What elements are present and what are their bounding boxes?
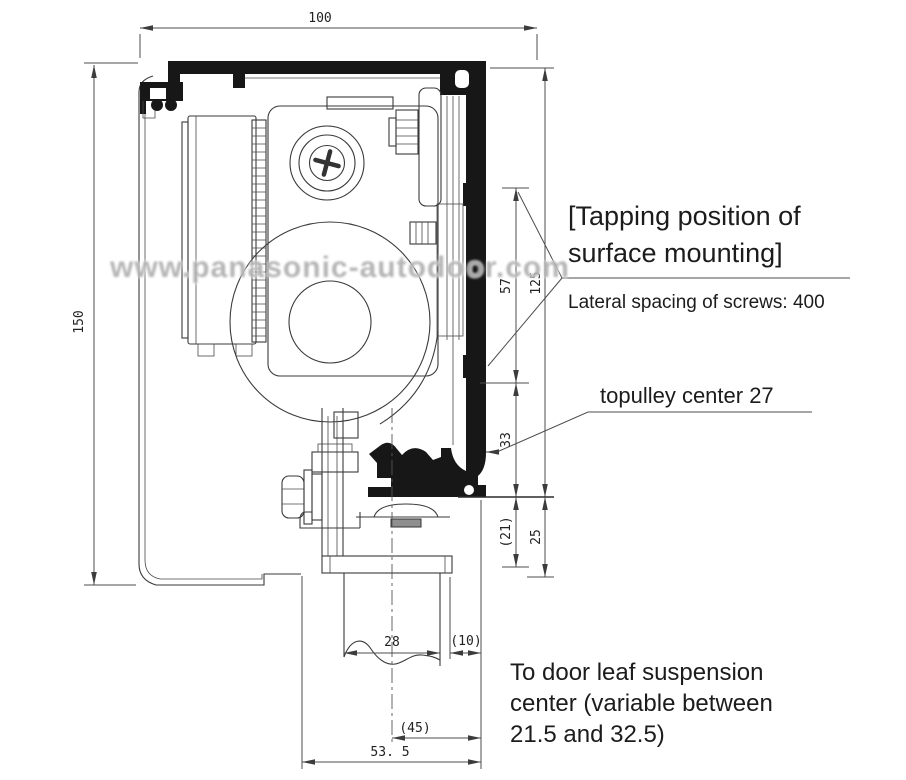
suspension-roller: [356, 503, 450, 528]
dimension-100: 100: [139, 11, 538, 60]
dimension-21: (21): [499, 497, 529, 568]
hanger-plate: [321, 555, 453, 574]
belt-pulley: [229, 221, 431, 423]
dim-label-57: 57: [499, 278, 514, 294]
dimension-10: (10): [449, 577, 482, 659]
bottom-rail-profile: [368, 421, 486, 497]
dim-label-21: (21): [499, 516, 514, 547]
drive-mechanism: [181, 87, 464, 445]
dimension-33: 33: [480, 382, 529, 497]
dimension-53-5: 53. 5: [301, 500, 482, 769]
dimension-125: 125: [490, 67, 554, 497]
dim-label-125: 125: [529, 271, 544, 294]
tapping-callout-line2: surface mounting]: [568, 238, 783, 268]
mounting-bracket: [388, 87, 464, 445]
suspension-callout: To door leaf suspension center (variable…: [510, 659, 773, 748]
dim-label-25: 25: [529, 529, 544, 545]
suspension-callout-line2: center (variable between: [510, 690, 773, 717]
dim-label-45: (45): [399, 721, 430, 736]
hanger-bolt: [281, 469, 323, 525]
dim-label-33: 33: [499, 432, 514, 448]
tapping-callout: [Tapping position of surface mounting] L…: [487, 191, 850, 367]
suspension-callout-line1: To door leaf suspension: [510, 659, 764, 686]
tapping-screw-lower: [463, 355, 475, 378]
suspension-callout-line3: 21.5 and 32.5): [510, 721, 665, 748]
dim-label-100: 100: [308, 11, 331, 26]
tapping-callout-subtitle: Lateral spacing of screws: 400: [568, 292, 825, 313]
dim-label-10: (10): [450, 634, 481, 649]
tapping-callout-line1: [Tapping position of: [568, 201, 801, 231]
motor: [181, 115, 257, 357]
pulley-callout: topulley center 27: [486, 383, 812, 455]
adjust-screw: [289, 125, 365, 201]
dimension-57: 57: [499, 187, 529, 383]
dim-label-28: 28: [384, 635, 400, 650]
pulley-callout-text: topulley center 27: [600, 383, 774, 408]
dimension-25: 25: [527, 497, 554, 578]
dim-label-150: 150: [72, 310, 87, 333]
watermark: www.panasonic-autodoor.com: [110, 251, 570, 284]
gearbox: [267, 96, 439, 425]
header-rail-profile: [140, 61, 486, 497]
gear-stack: [251, 119, 267, 343]
dimension-28: 28: [344, 635, 440, 656]
dim-label-53-5: 53. 5: [370, 745, 409, 760]
dimension-150: 150: [72, 62, 138, 586]
dimension-45: (45): [392, 721, 481, 741]
tapping-screw-upper: [463, 183, 475, 206]
